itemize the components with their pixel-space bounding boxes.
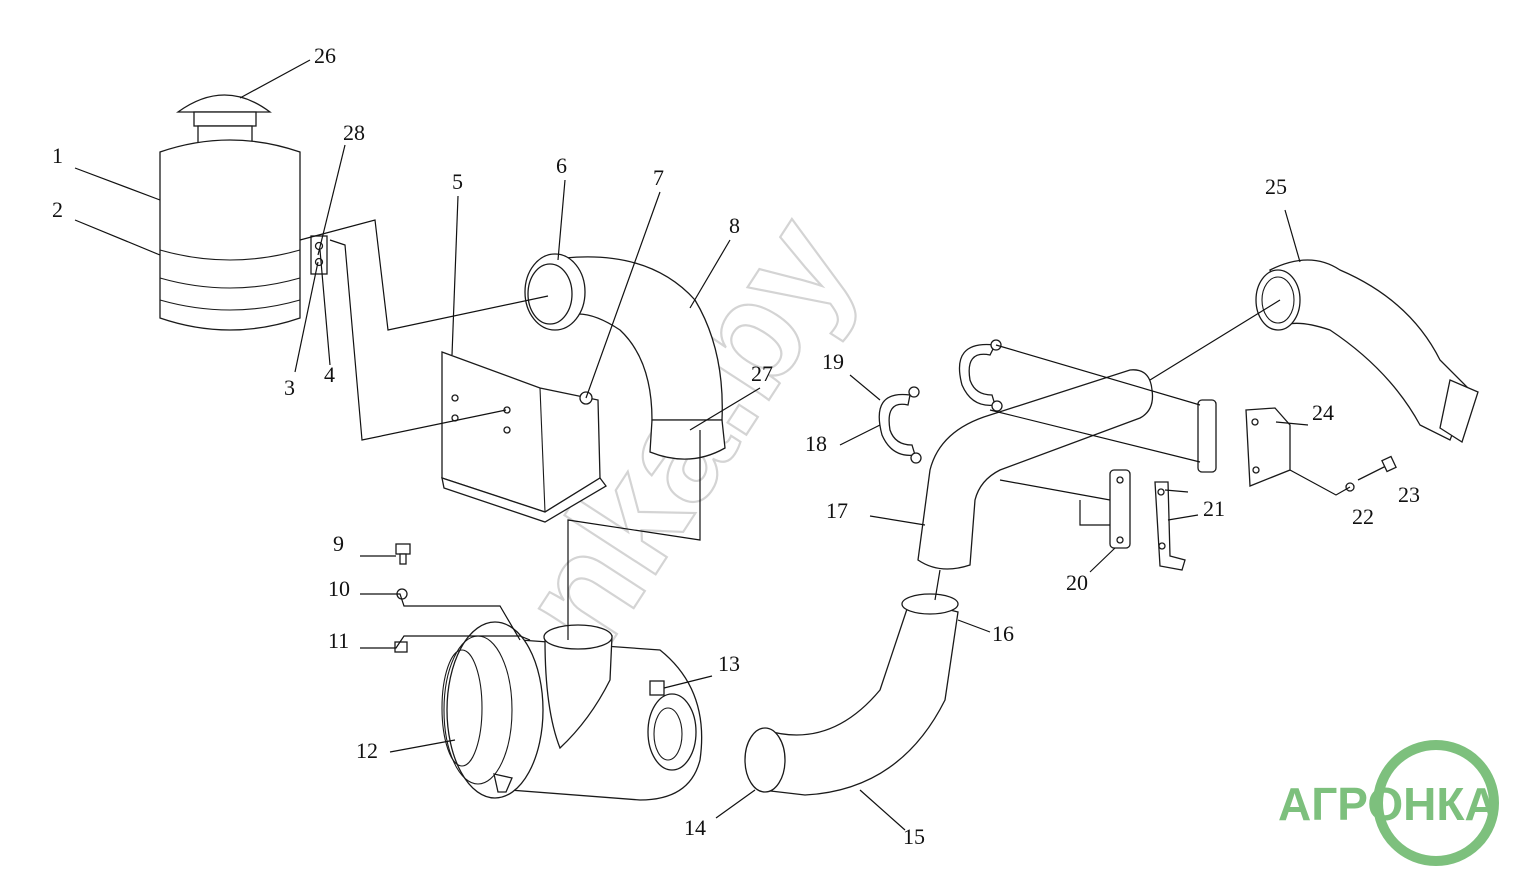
clamp-small bbox=[878, 386, 922, 464]
logo-ring bbox=[1373, 740, 1499, 866]
callout-19: 19 bbox=[822, 349, 844, 374]
mounting-bracket bbox=[441, 351, 607, 523]
leader-lines bbox=[74, 59, 1351, 831]
agronka-logo: АГРОНКА bbox=[1278, 740, 1499, 866]
callout-9: 9 bbox=[333, 531, 344, 556]
callout-16: 16 bbox=[992, 621, 1014, 646]
callout-12: 12 bbox=[356, 738, 378, 763]
bracket-21 bbox=[1154, 481, 1186, 571]
callout-8: 8 bbox=[729, 213, 740, 238]
bracket-24 bbox=[1197, 399, 1291, 487]
callout-14: 14 bbox=[684, 815, 706, 840]
callout-23: 23 bbox=[1398, 482, 1420, 507]
callout-6: 6 bbox=[556, 153, 567, 178]
callout-20: 20 bbox=[1066, 570, 1088, 595]
callout-10: 10 bbox=[328, 576, 350, 601]
callout-labels: 26 1 2 28 3 4 5 6 7 8 27 9 10 11 12 13 1… bbox=[52, 43, 1420, 849]
callout-11: 11 bbox=[328, 628, 349, 653]
callout-22: 22 bbox=[1352, 504, 1374, 529]
bolt-23 bbox=[1357, 455, 1397, 481]
bolt-9 bbox=[395, 543, 411, 565]
callout-13: 13 bbox=[718, 651, 740, 676]
callout-17: 17 bbox=[826, 498, 848, 523]
upper-hose bbox=[1255, 259, 1479, 444]
callout-24: 24 bbox=[1312, 400, 1334, 425]
nut-11 bbox=[394, 641, 408, 653]
callout-18: 18 bbox=[805, 431, 827, 456]
callout-1: 1 bbox=[52, 143, 63, 168]
pre-cleaner bbox=[159, 139, 328, 331]
callout-4: 4 bbox=[324, 362, 335, 387]
logo-text: АГРОНКА bbox=[1278, 778, 1498, 830]
lower-hose bbox=[744, 593, 959, 796]
callout-15: 15 bbox=[903, 824, 925, 849]
elbow-pipe bbox=[524, 253, 726, 460]
clamp-large bbox=[958, 339, 1003, 412]
transfer-pipe bbox=[917, 369, 1154, 570]
callout-3: 3 bbox=[284, 375, 295, 400]
callout-21: 21 bbox=[1203, 496, 1225, 521]
air-filter-housing bbox=[441, 621, 703, 801]
callout-25: 25 bbox=[1265, 174, 1287, 199]
callout-28: 28 bbox=[343, 120, 365, 145]
callout-7: 7 bbox=[653, 165, 664, 190]
callout-26: 26 bbox=[314, 43, 336, 68]
callout-2: 2 bbox=[52, 197, 63, 222]
callout-27: 27 bbox=[751, 361, 773, 386]
bracket-20 bbox=[1109, 469, 1131, 549]
callout-5: 5 bbox=[452, 169, 463, 194]
